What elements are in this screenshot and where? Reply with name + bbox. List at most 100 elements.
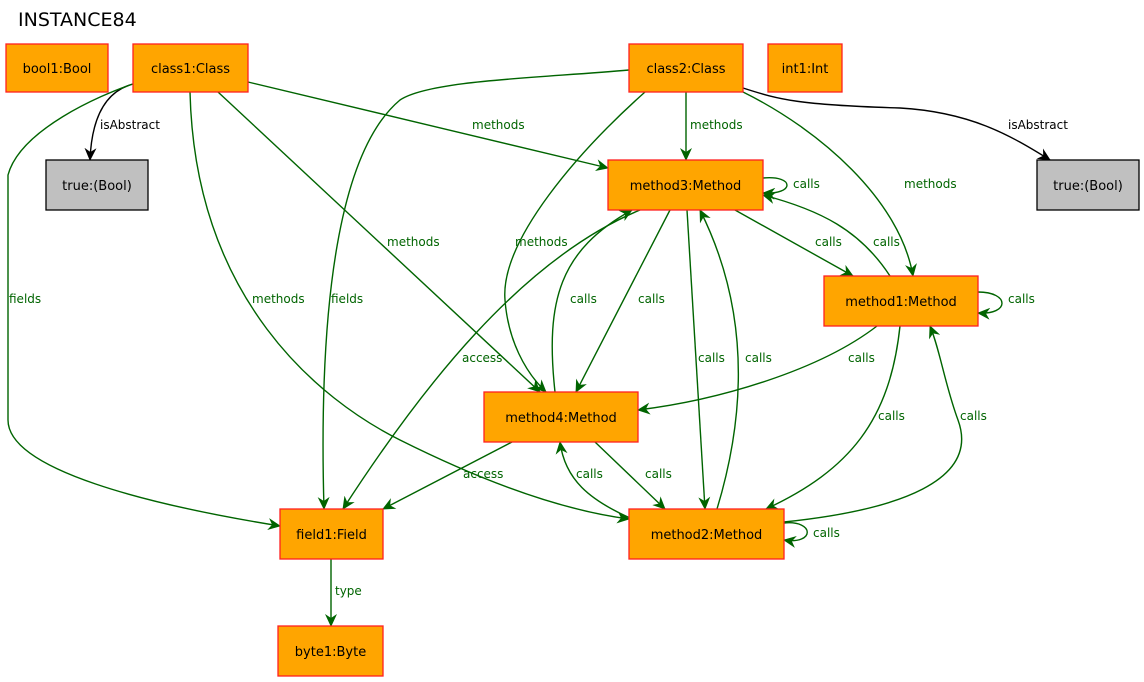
node-box [767,43,843,93]
node-box [279,508,384,560]
node-field1[interactable]: field1:Field [279,508,384,560]
edge-line [217,91,541,393]
node-true2[interactable]: true:(Bool) [1036,159,1140,211]
edge-line [575,209,671,393]
edge-method4-method2-calls [594,441,666,510]
edge-line [783,325,963,523]
edge-method2-method1-calls [783,325,963,523]
node-box [277,625,384,677]
node-label: method2:Method [651,528,763,543]
edge-label: calls [1008,292,1035,306]
edge-method4-field1-access [382,441,513,510]
node-label: class2:Class [646,62,725,77]
edge-method3-method2-calls [686,209,711,510]
edge-label: calls [698,351,725,365]
edge-label: calls [645,467,672,481]
node-label: method3:Method [630,179,742,194]
edge-label: methods [515,235,568,249]
node-class1[interactable]: class1:Class [132,43,249,93]
edge-label: fields [9,292,41,306]
edge-line [342,209,641,510]
edge-line [637,325,878,415]
node-box [628,43,744,93]
edge-method3-method4-calls [575,209,671,393]
edge-label: calls [815,235,842,249]
node-box [823,275,979,327]
node-byte1[interactable]: byte1:Byte [277,625,384,677]
edge-line [762,177,788,200]
edge-class2-method1-methods [742,91,917,277]
edge-class2-method4-methods [504,91,646,393]
node-label: true:(Bool) [62,179,132,194]
node-label: byte1:Byte [295,645,366,660]
edge-label: calls [638,292,665,306]
edge-class1-method2-methods [189,91,630,524]
edge-label: methods [904,177,957,191]
edge-method2-method4-calls [555,441,631,519]
node-label: int1:Int [782,62,829,77]
edge-line [742,91,917,277]
edge-label: type [335,584,362,598]
node-method1[interactable]: method1:Method [823,275,979,327]
edge-class1-method3-methods [247,81,609,172]
edge-method1-method2-calls [765,325,901,510]
edge-method3-method3-calls [762,177,788,200]
edge-label: isAbstract [100,118,160,132]
edge-label: methods [690,118,743,132]
edge-line [765,325,901,510]
node-method3[interactable]: method3:Method [607,159,764,211]
edge-method3-method1-calls [734,209,854,277]
edge-label: methods [252,292,305,306]
edge-line [977,291,1003,320]
edge-line [734,209,854,277]
edge-method1-method4-calls [637,325,878,415]
node-int1[interactable]: int1:Int [767,43,843,93]
diagram-title: INSTANCE84 [18,9,137,31]
edge-label: calls [576,467,603,481]
node-method4[interactable]: method4:Method [483,391,639,443]
edge-label: fields [331,292,363,306]
edge-line [7,83,281,531]
edge-label: calls [813,526,840,540]
edge-class2-true2-isAbstract [742,87,1051,161]
edge-line [189,91,630,524]
edge-class1-field1-fields [7,83,281,531]
edge-line [686,209,711,510]
node-method2[interactable]: method2:Method [628,508,785,560]
edge-label: calls [570,292,597,306]
node-label: field1:Field [296,528,367,543]
node-label: class1:Class [151,62,230,77]
edge-method3-field1-access [342,209,641,510]
node-label: bool1:Bool [23,62,92,77]
edge-line [555,441,631,519]
node-true1[interactable]: true:(Bool) [45,159,149,211]
node-box [1036,159,1140,211]
edge-class1-method4-methods [217,91,541,393]
edge-line [762,192,891,277]
edge-line [699,209,740,510]
edge-label: calls [878,409,905,423]
edge-label: calls [793,177,820,191]
edge-label: calls [960,409,987,423]
node-label: method4:Method [505,411,617,426]
edge-class2-field1-fields [317,69,630,510]
node-box [132,43,249,93]
edge-label: calls [848,351,875,365]
node-bool1[interactable]: bool1:Bool [5,43,109,93]
edge-label: calls [745,351,772,365]
node-box [483,391,639,443]
edge-label: calls [873,235,900,249]
edge-label: access [462,351,502,365]
edge-line [382,441,513,510]
node-label: method1:Method [845,295,957,310]
edge-label: isAbstract [1008,118,1068,132]
node-class2[interactable]: class2:Class [628,43,744,93]
node-box [5,43,109,93]
edge-method2-method3-calls [699,209,740,510]
edge-line [317,69,630,510]
node-box [45,159,149,211]
edge-label: access [463,467,503,481]
edge-method1-method3-calls [762,192,891,277]
node-box [628,508,785,560]
edge-line [594,441,666,510]
